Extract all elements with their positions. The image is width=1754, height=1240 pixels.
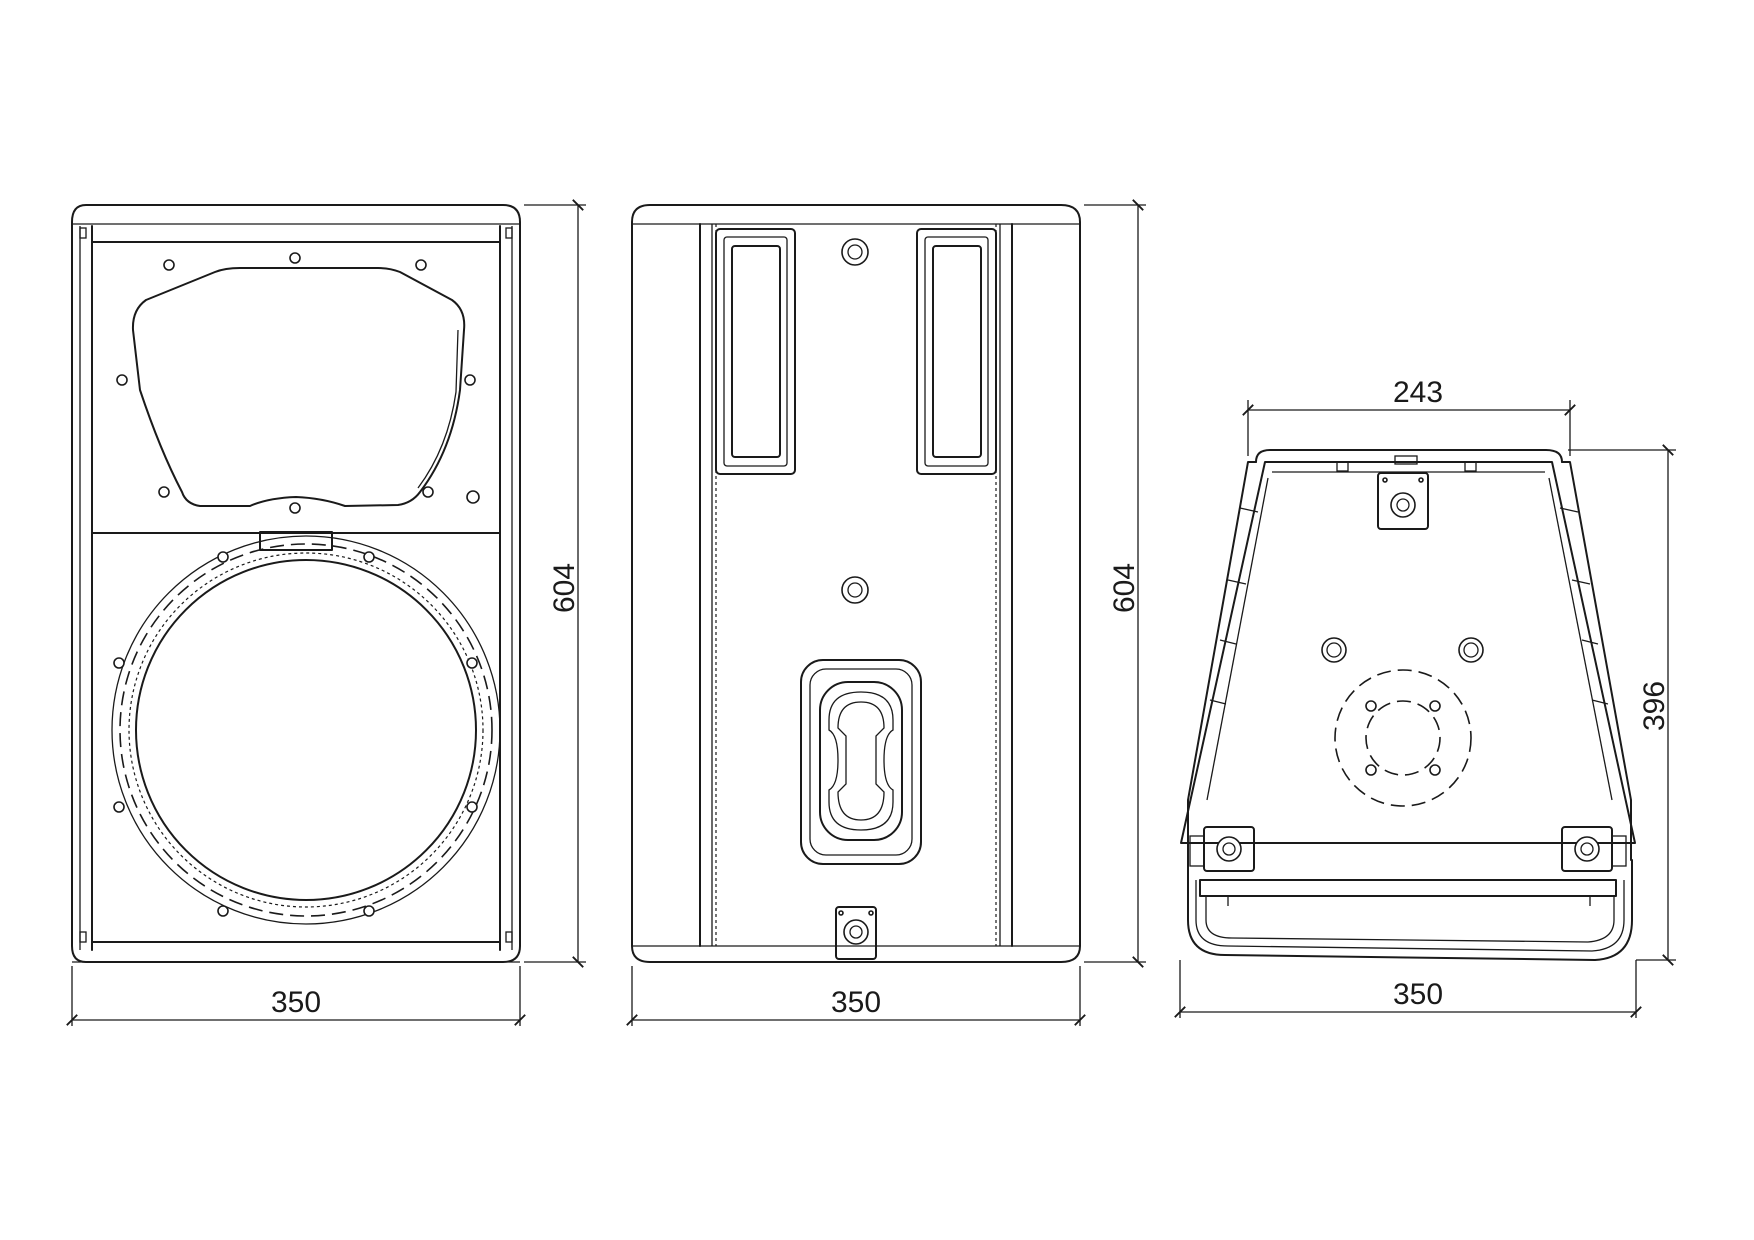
top-front-bar xyxy=(1199,879,1617,897)
rear-width-dimension: 350 xyxy=(831,986,881,1019)
top-left-corner-connector xyxy=(1203,826,1255,872)
woofer-ring xyxy=(111,531,501,925)
rear-height-dimension: 604 xyxy=(1108,563,1141,613)
rear-cabinet-outline xyxy=(631,204,1081,963)
top-view-body xyxy=(1180,461,1636,844)
rear-bottom-connector xyxy=(835,906,877,960)
rear-connector-plate xyxy=(800,659,922,865)
horn-waveguide xyxy=(131,267,466,507)
front-width-dimension: 350 xyxy=(271,986,321,1019)
top-right-rail xyxy=(1561,461,1632,861)
rear-left-handle xyxy=(715,228,796,475)
rear-mounting-points xyxy=(841,238,869,604)
top-front-handle xyxy=(1187,859,1633,961)
top-width-dimension: 243 xyxy=(1393,376,1443,409)
top-left-rail xyxy=(1187,461,1257,861)
top-view: 243 350 396 xyxy=(1174,376,1676,1018)
rear-right-handle xyxy=(916,228,997,475)
rear-view: 350 604 xyxy=(626,199,1146,1026)
horn-mounting-holes xyxy=(116,252,480,514)
front-view: 350 604 xyxy=(66,199,586,1026)
top-right-corner-connector xyxy=(1561,826,1613,872)
front-height-dimension: 604 xyxy=(548,563,581,613)
top-height-dimension: 396 xyxy=(1638,681,1671,731)
top-connector xyxy=(1377,472,1429,530)
top-overall-width-dimension: 350 xyxy=(1393,978,1443,1011)
top-mount-plate xyxy=(1321,637,1484,807)
front-cabinet-outline xyxy=(71,204,521,963)
